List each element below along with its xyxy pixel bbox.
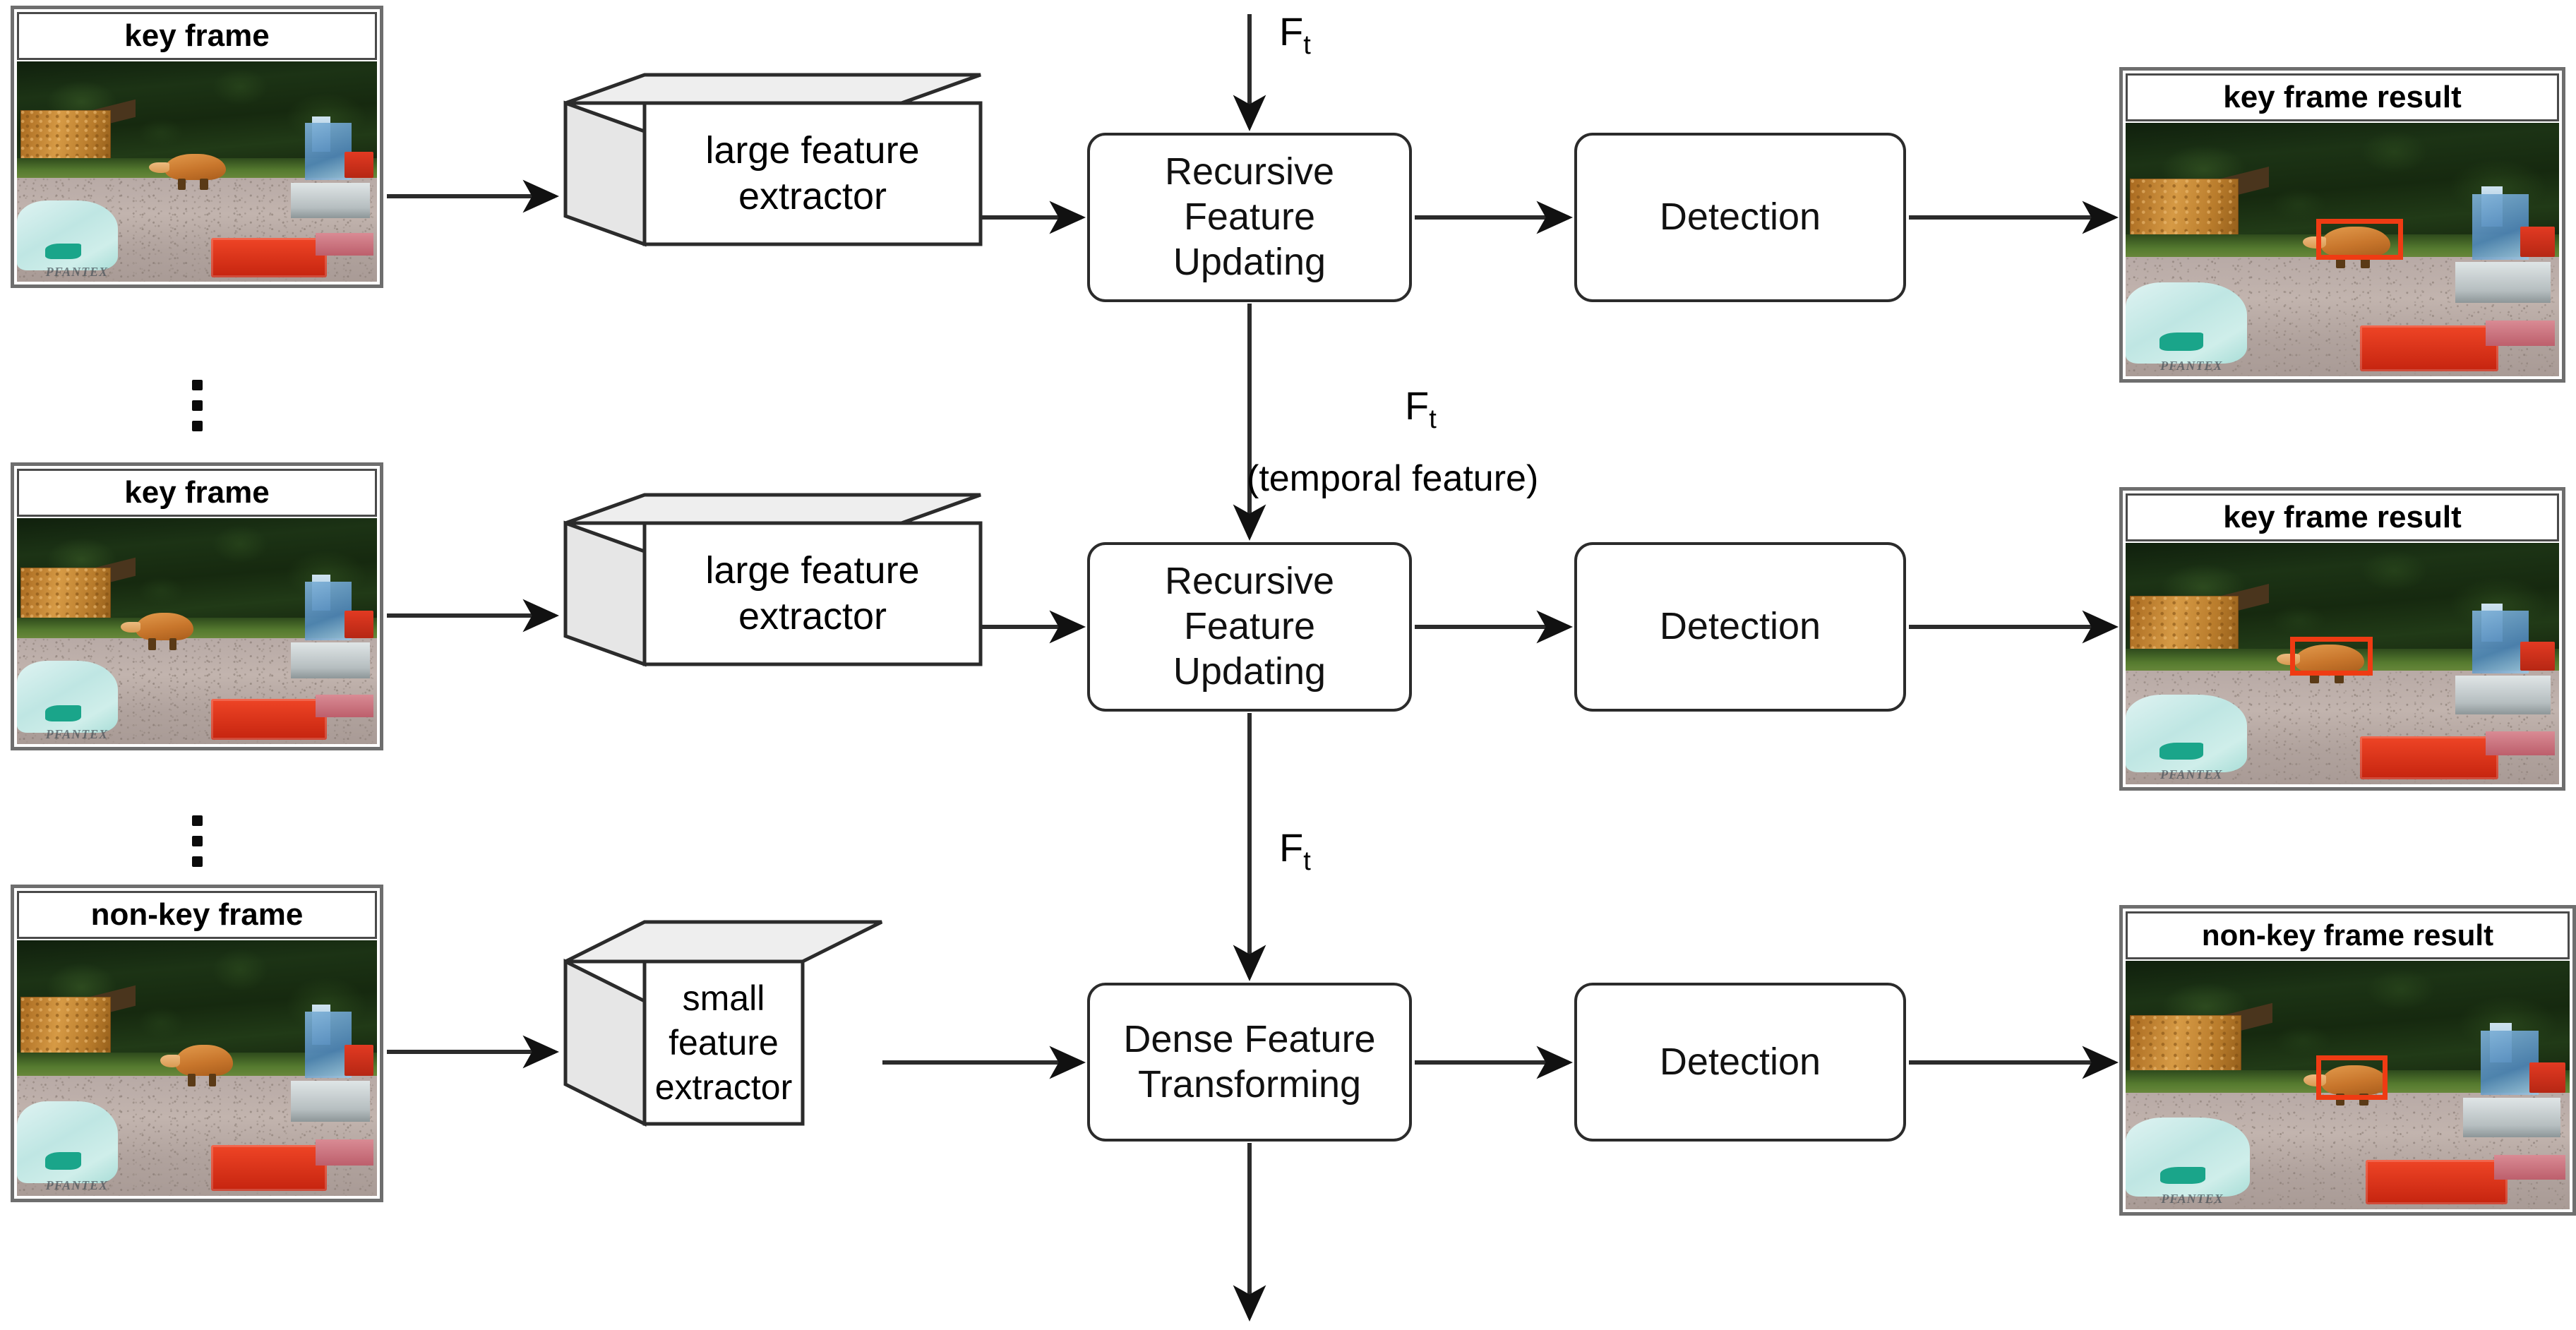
- processor-box-dense-transform[interactable]: Dense Feature Transforming: [1087, 983, 1412, 1142]
- frame-caption: non-key frame: [17, 891, 377, 939]
- extractor-label-line2: extractor: [738, 595, 887, 637]
- input-frame-key-1: key frame PFANTEX: [11, 6, 383, 288]
- photo-watermark: PFANTEX: [45, 726, 109, 741]
- detection-bounding-box: [2316, 1055, 2388, 1101]
- extractor-label-line1: large feature: [705, 129, 920, 172]
- output-frame-key-result-1: key frame result PFANTEX: [2119, 67, 2565, 383]
- frame-caption: key frame result: [2126, 73, 2559, 121]
- detection-bounding-box: [2316, 219, 2403, 260]
- processor-box-recursive-2[interactable]: Recursive Feature Updating: [1087, 542, 1412, 712]
- detection-label: Detection: [1659, 605, 1821, 648]
- frame-caption: key frame result: [2126, 493, 2559, 541]
- detection-box-3[interactable]: Detection: [1574, 983, 1906, 1142]
- detection-bounding-box: [2290, 637, 2373, 676]
- processor-label-line2: Feature: [1183, 196, 1316, 239]
- photo-watermark: PFANTEX: [45, 1178, 109, 1193]
- frame-photo: PFANTEX: [2126, 961, 2570, 1209]
- processor-label-line2: Transforming: [1137, 1062, 1362, 1106]
- frame-photo: PFANTEX: [2126, 543, 2559, 784]
- processor-label-line3: Updating: [1173, 240, 1326, 283]
- feature-label-top: Ft: [1279, 9, 1311, 61]
- frame-caption: key frame: [17, 12, 377, 60]
- feature-label-bottom: Ft: [1279, 825, 1311, 877]
- detection-label: Detection: [1659, 1040, 1821, 1083]
- detection-label: Detection: [1659, 196, 1821, 239]
- frame-caption: key frame: [17, 469, 377, 517]
- input-frame-nonkey: non-key frame PFANTEX: [11, 885, 383, 1202]
- processor-label-line2: Feature: [1183, 605, 1316, 648]
- extractor-label-line2: extractor: [738, 175, 887, 217]
- detection-box-1[interactable]: Detection: [1574, 133, 1906, 302]
- feature-label-middle-note: (temporal feature): [1247, 458, 1539, 499]
- ellipsis-vertical-dots-2: [192, 815, 203, 867]
- extractor-cube-small: small feature extractor: [561, 918, 886, 1130]
- extractor-label-line1: large feature: [705, 549, 920, 592]
- frame-photo: PFANTEX: [17, 940, 377, 1196]
- extractor-label-line2: feature: [669, 1022, 779, 1062]
- frame-photo: PFANTEX: [17, 61, 377, 282]
- frame-photo: PFANTEX: [17, 518, 377, 744]
- photo-watermark: PFANTEX: [2161, 1192, 2224, 1206]
- input-frame-key-2: key frame PFANTEX: [11, 462, 383, 750]
- frame-caption: non-key frame result: [2126, 911, 2570, 959]
- processor-label-line1: Recursive: [1164, 150, 1335, 193]
- extractor-label-line1: small: [682, 978, 765, 1018]
- frame-photo: PFANTEX: [2126, 123, 2559, 376]
- processor-label-line3: Updating: [1173, 649, 1326, 693]
- processor-box-recursive-1[interactable]: Recursive Feature Updating: [1087, 133, 1412, 302]
- ellipsis-vertical-dots-1: [192, 380, 203, 431]
- photo-watermark: PFANTEX: [2160, 767, 2223, 781]
- output-frame-nonkey-result: non-key frame result PFANTEX: [2119, 905, 2576, 1216]
- detection-box-2[interactable]: Detection: [1574, 542, 1906, 712]
- photo-watermark: PFANTEX: [2160, 359, 2223, 373]
- photo-watermark: PFANTEX: [45, 264, 109, 279]
- output-frame-key-result-2: key frame result PFANTEX: [2119, 487, 2565, 791]
- extractor-cube-large-2: large feature extractor: [561, 491, 985, 667]
- extractor-label-line3: extractor: [654, 1067, 793, 1107]
- extractor-cube-large-1: large feature extractor: [561, 71, 985, 247]
- feature-label-middle: Ft: [1405, 383, 1437, 435]
- processor-label-line1: Recursive: [1164, 560, 1335, 603]
- processor-label-line1: Dense Feature: [1123, 1017, 1376, 1060]
